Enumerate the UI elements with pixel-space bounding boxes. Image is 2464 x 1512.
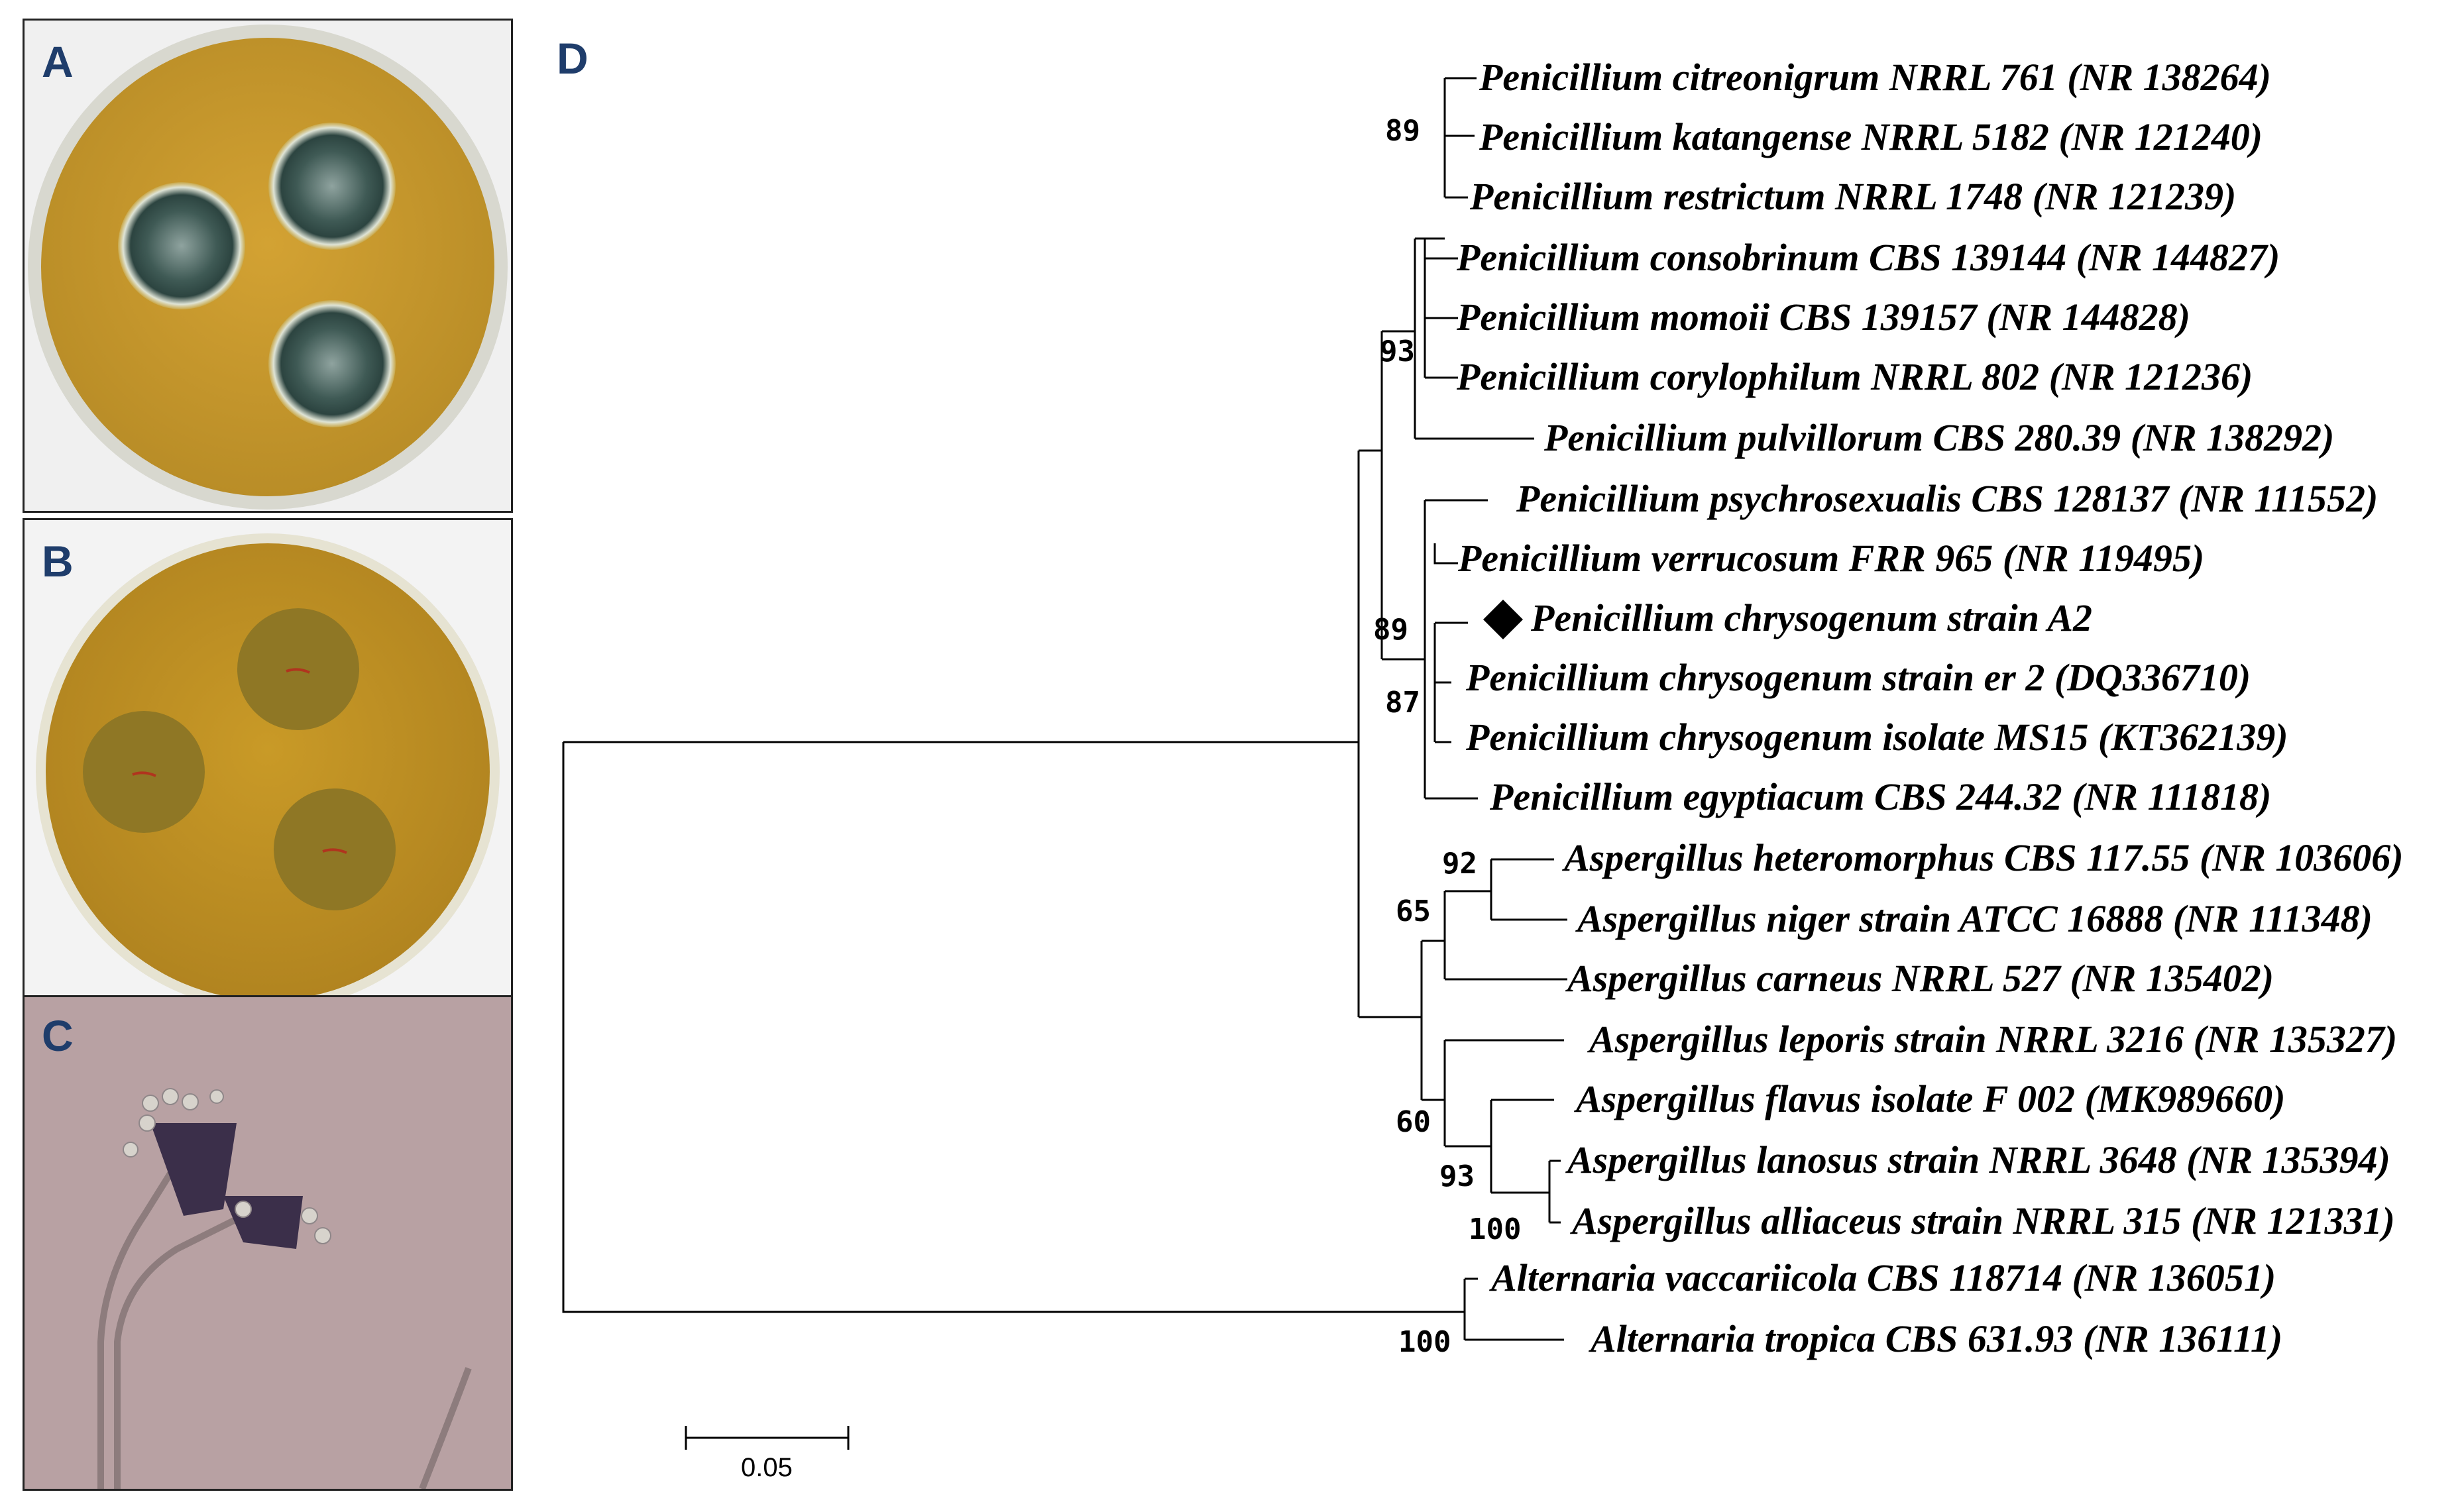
- panel-a-plate: A: [23, 19, 513, 513]
- panel-label-c: C: [42, 1011, 74, 1060]
- petri-dish-reverse-image: [36, 533, 500, 1010]
- taxon-label: Aspergillus niger strain ATCC 16888 (NR …: [1575, 897, 2373, 940]
- bootstrap-value: 60: [1396, 1105, 1431, 1139]
- tree-branches: [562, 77, 1567, 1450]
- taxon-labels: Penicillium citreonigrum NRRL 761 (NR 13…: [1456, 56, 2404, 1360]
- bootstrap-values: 89 93 89 87 92 65 60 93 100 100: [1373, 114, 1521, 1359]
- taxon-label: Penicillium psychrosexualis CBS 128137 (…: [1516, 477, 2378, 520]
- taxon-label: Penicillium momoii CBS 139157 (NR 144828…: [1456, 296, 2190, 339]
- taxon-label: Aspergillus heteromorphus CBS 117.55 (NR…: [1562, 836, 2404, 879]
- taxon-label: Penicillium pulvillorum CBS 280.39 (NR 1…: [1543, 416, 2334, 459]
- taxon-label: Penicillium egyptiacum CBS 244.32 (NR 11…: [1489, 775, 2271, 818]
- taxon-label: Penicillium citreonigrum NRRL 761 (NR 13…: [1479, 56, 2271, 99]
- taxon-label: Aspergillus carneus NRRL 527 (NR 135402): [1565, 957, 2274, 1000]
- taxon-label: Penicillium katangense NRRL 5182 (NR 121…: [1479, 115, 2263, 158]
- taxon-label-highlighted: Penicillium chrysogenum strain A2: [1530, 596, 2092, 639]
- diamond-icon: [1483, 600, 1523, 639]
- taxon-label: Alternaria tropica CBS 631.93 (NR 136111…: [1589, 1317, 2282, 1360]
- taxon-label: Aspergillus alliaceus strain NRRL 315 (N…: [1570, 1199, 2395, 1242]
- taxon-label: Penicillium consobrinum CBS 139144 (NR 1…: [1456, 236, 2280, 279]
- bootstrap-value: 100: [1469, 1213, 1521, 1246]
- taxon-label: Alternaria vaccariicola CBS 118714 (NR 1…: [1489, 1256, 2276, 1299]
- bootstrap-value: 87: [1385, 686, 1420, 720]
- petri-dish-colonies-image: [28, 25, 508, 510]
- bootstrap-value: 89: [1385, 114, 1420, 148]
- taxon-label: Aspergillus leporis strain NRRL 3216 (NR…: [1587, 1018, 2397, 1061]
- conidiophore-micrograph-image: [25, 997, 511, 1489]
- panel-b-plate: B: [23, 518, 513, 1015]
- branch-root: [562, 742, 1465, 1313]
- bootstrap-value: 92: [1442, 847, 1477, 881]
- bootstrap-value: 93: [1380, 335, 1415, 368]
- taxon-label: Penicillium chrysogenum isolate MS15 (KT…: [1465, 716, 2288, 759]
- scale-bar: [685, 1426, 850, 1450]
- taxon-label: Penicillium chrysogenum strain er 2 (DQ3…: [1465, 656, 2251, 699]
- taxon-label: Aspergillus lanosus strain NRRL 3648 (NR…: [1565, 1138, 2390, 1181]
- panel-label-b: B: [42, 537, 74, 586]
- taxon-label: Penicillium corylophilum NRRL 802 (NR 12…: [1456, 355, 2253, 398]
- scale-bar-label: 0.05: [741, 1453, 793, 1482]
- taxon-label: Penicillium restrictum NRRL 1748 (NR 121…: [1469, 175, 2236, 218]
- bootstrap-value: 89: [1373, 613, 1408, 647]
- panel-label-a: A: [42, 37, 74, 86]
- panel-label-d: D: [557, 34, 588, 83]
- taxon-label: Aspergillus flavus isolate F 002 (MK9896…: [1574, 1077, 2285, 1120]
- panel-c-micrograph: C: [23, 995, 513, 1491]
- bootstrap-value: 65: [1396, 894, 1431, 928]
- bootstrap-value: 100: [1398, 1325, 1451, 1359]
- taxon-label: Penicillium verrucosum FRR 965 (NR 11949…: [1457, 537, 2204, 580]
- bootstrap-value: 93: [1439, 1160, 1475, 1193]
